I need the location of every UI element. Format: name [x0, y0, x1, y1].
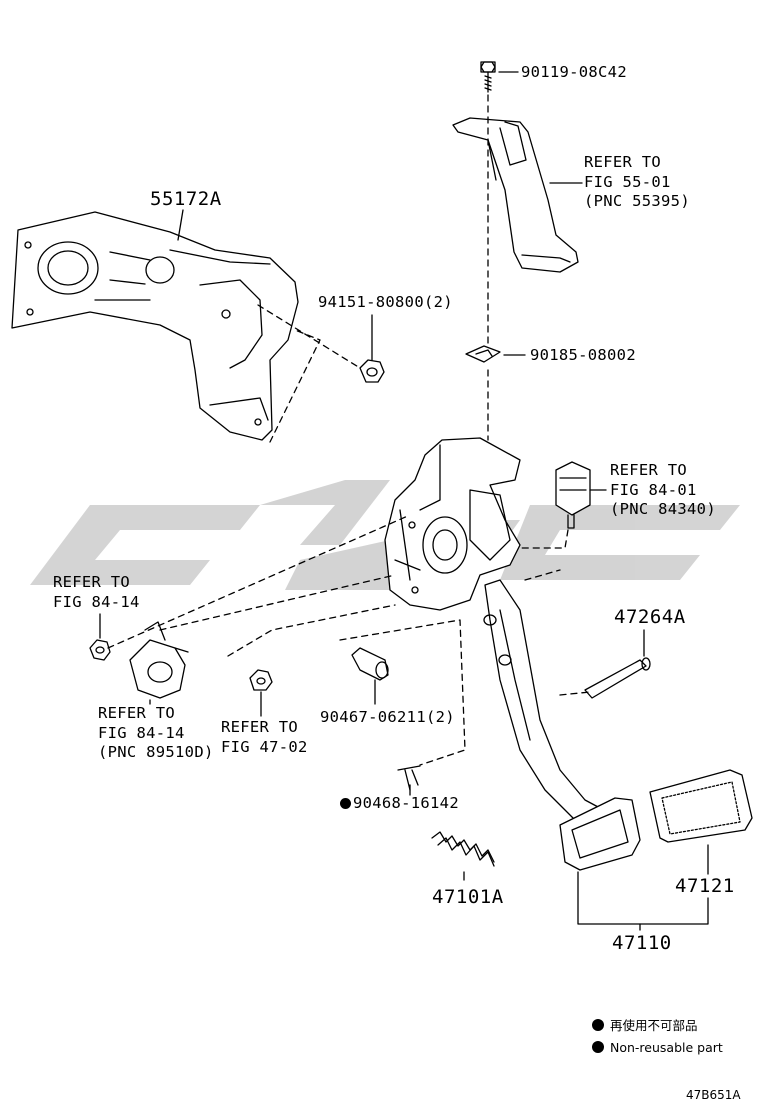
refer-fig-55-01-line3: (PNC 55395) [584, 192, 690, 210]
stop-switch-icon [555, 461, 591, 529]
legend-dot-icon [592, 1041, 604, 1053]
legend-text-1: 再使用不可部品 [610, 1018, 698, 1033]
clip-nut-icon [465, 345, 501, 363]
pedal-pad-icon [649, 769, 753, 843]
part-90468-16142: 90468-16142 [340, 794, 459, 813]
refer-fig-84-14-b-line2: FIG 84-14 [98, 724, 185, 742]
refer-fig-47-02-line1: REFER TO [221, 718, 299, 736]
refer-fig-84-01-line3: (PNC 84340) [610, 500, 716, 518]
refer-fig-84-14-b-line1: REFER TO [98, 704, 176, 722]
part-90119-08c42: 90119-08C42 [521, 63, 627, 81]
bolt-icon [480, 61, 496, 93]
refer-fig-55-01-line1: REFER TO [584, 153, 662, 171]
legend-line-2: Non-reusable part [592, 1040, 723, 1056]
part-90185-08002: 90185-08002 [530, 346, 636, 364]
refer-fig-84-01-line2: FIG 84-01 [610, 481, 697, 499]
figure-code: 47B651A [686, 1088, 741, 1102]
legend-text-2: Non-reusable part [610, 1040, 723, 1055]
pedal-pad-frame-icon [559, 797, 641, 871]
part-94151-80800: 94151-80800(2) [318, 293, 453, 311]
nut-middle-icon [249, 669, 273, 691]
part-90468-16142-text: 90468-16142 [353, 794, 459, 812]
refer-fig-47-02-line2: FIG 47-02 [221, 738, 308, 756]
refer-fig-84-01-line1: REFER TO [610, 461, 688, 479]
part-90467-06211: 90467-06211(2) [320, 708, 455, 726]
refer-fig-84-14-a-line2: FIG 84-14 [53, 593, 140, 611]
bracket-top-icon [452, 117, 579, 273]
part-47264a: 47264A [614, 606, 686, 628]
pedal-arm-icon [483, 579, 601, 821]
sensor-icon [129, 621, 189, 699]
bushing-icon [351, 647, 389, 681]
part-47101a: 47101A [432, 886, 504, 908]
nut-left-icon [89, 639, 111, 661]
spring-icon [431, 831, 495, 867]
nut-icon [359, 359, 385, 383]
support-bracket-icon [11, 211, 299, 441]
refer-fig-84-14-b-line3: (PNC 89510D) [98, 743, 214, 761]
pedal-bracket-icon [384, 437, 521, 611]
non-reusable-dot-icon [340, 798, 351, 809]
refer-fig-84-14-a-line1: REFER TO [53, 573, 131, 591]
part-47121: 47121 [675, 875, 735, 897]
legend-line-1: 再使用不可部品 [592, 1018, 698, 1034]
pin-icon [584, 657, 651, 699]
part-55172a: 55172A [150, 188, 222, 210]
part-47110: 47110 [612, 932, 672, 954]
clip-icon [397, 765, 421, 791]
refer-fig-55-01-line2: FIG 55-01 [584, 173, 671, 191]
legend-dot-icon [592, 1019, 604, 1031]
